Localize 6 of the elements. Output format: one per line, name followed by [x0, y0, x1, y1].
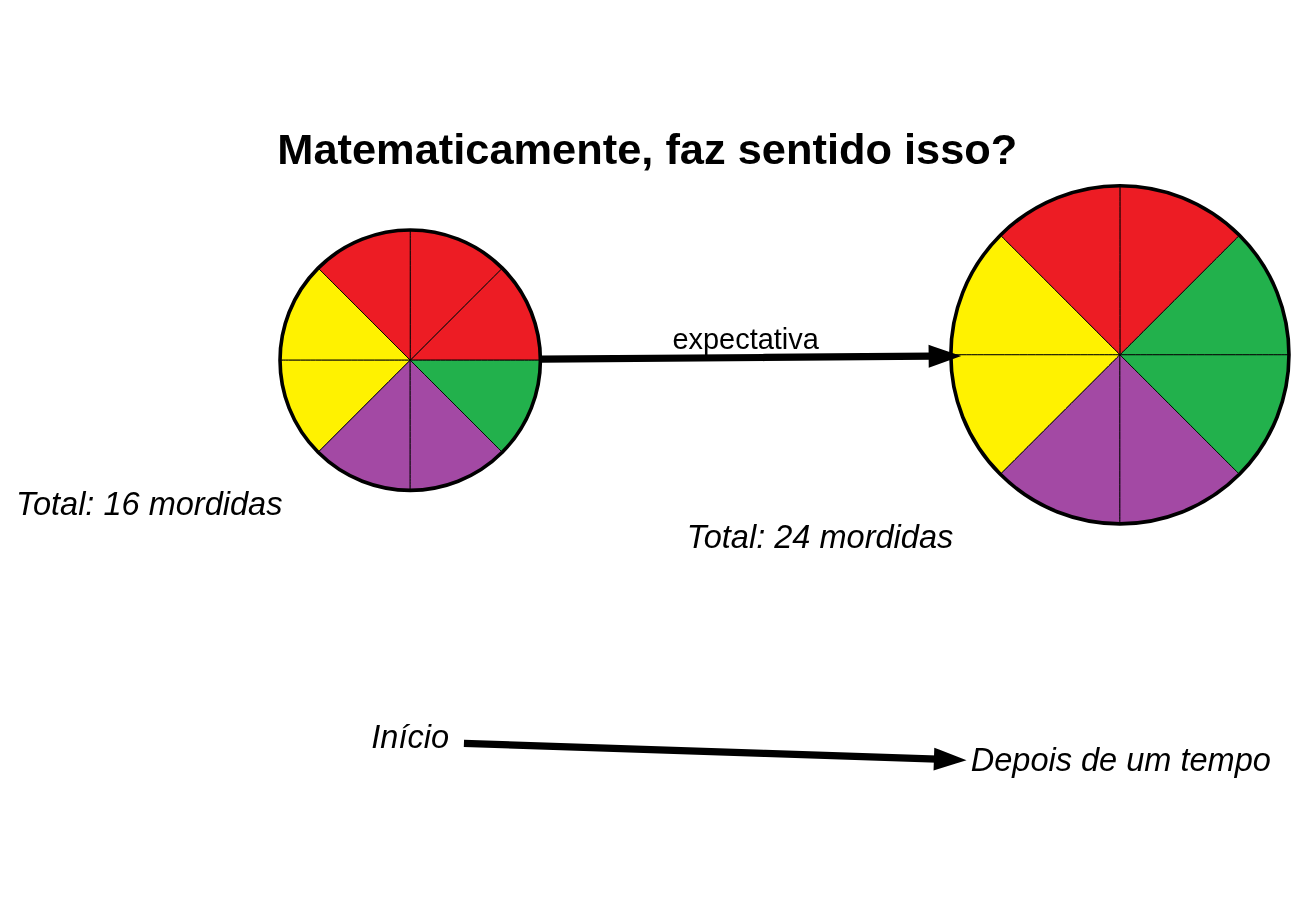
node-text: Início — [371, 718, 450, 755]
edge-label: expectativa — [672, 322, 819, 355]
node-text: Depois de um tempo — [970, 742, 1271, 779]
node-label: Total: 16 mordidas — [16, 485, 283, 522]
node-label: Total: 24 mordidas — [686, 519, 954, 556]
diagram-title: Matematicamente, faz sentido isso? — [277, 125, 1018, 174]
